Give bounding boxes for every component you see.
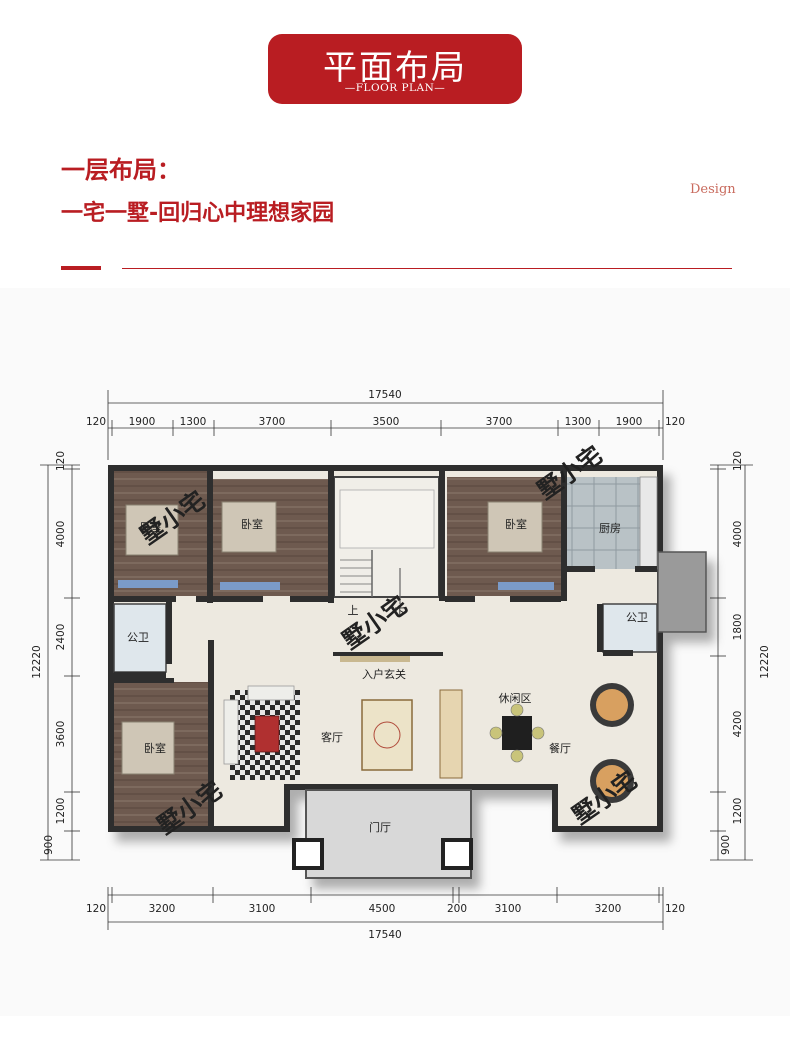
- dim-bottom-5: 3100: [495, 903, 522, 915]
- sofa-side: [223, 699, 239, 765]
- design-label: Design: [690, 182, 736, 197]
- label-toilet-left: 公卫: [127, 631, 149, 644]
- label-porch: 门厅: [369, 820, 391, 834]
- dim-bottom-3: 4500: [369, 903, 396, 915]
- leisure-table: [502, 716, 532, 750]
- dim-left-2: 2400: [55, 624, 67, 651]
- label-bedroom-4: 卧室: [144, 741, 166, 755]
- accent-rule: [61, 266, 101, 270]
- room-labels: 卧室 卧室 卧室 卧室 厨房 公卫 公卫 上 下 入户玄关 客厅 休闲区 餐厅 …: [127, 517, 648, 834]
- section-tagline: 一宅一墅-回归心中理想家园: [61, 201, 335, 226]
- dim-right-3: 4200: [732, 711, 744, 738]
- dim-total-bottom: 17540: [368, 929, 401, 941]
- kitchen-counter: [639, 476, 658, 570]
- dim-total-left: 12220: [31, 645, 43, 678]
- toilet-left-floor: [113, 603, 167, 673]
- dim-left-3: 3600: [55, 721, 67, 748]
- dimension-lines: [40, 390, 753, 930]
- tv-cabinet: [439, 689, 463, 779]
- dim-left-0: 120: [55, 451, 67, 471]
- dim-top-1: 1900: [129, 416, 156, 428]
- coffee-table: [254, 715, 280, 753]
- dim-right-2: 1800: [732, 614, 744, 641]
- label-entrance-hall: 入户玄关: [362, 667, 406, 681]
- porch-columns: [292, 838, 473, 870]
- label-stair-down: 下: [395, 606, 406, 619]
- label-living-room: 客厅: [321, 730, 343, 744]
- center-rug: [361, 699, 413, 771]
- dim-top-8: 120: [665, 416, 685, 428]
- dim-bottom-6: 3200: [595, 903, 622, 915]
- dim-total-top: 17540: [368, 389, 401, 401]
- label-dining-room: 餐厅: [549, 741, 571, 755]
- beds-bottom-blue: [118, 580, 554, 590]
- dim-left-4: 1200: [55, 798, 67, 825]
- dim-bottom-0: 120: [86, 903, 106, 915]
- dim-left-5: 900: [43, 835, 55, 855]
- beds: [121, 501, 543, 775]
- label-kitchen: 厨房: [599, 522, 621, 535]
- interior-walls: [114, 471, 657, 826]
- label-toilet-right: 公卫: [626, 611, 648, 624]
- title-banner: 平面布局 —FLOOR PLAN—: [268, 34, 522, 104]
- banner-subtitle: —FLOOR PLAN—: [344, 81, 446, 94]
- dim-bottom-7: 120: [665, 903, 685, 915]
- dim-right-5: 900: [720, 835, 732, 855]
- dim-right-4: 1200: [732, 798, 744, 825]
- dim-total-right: 12220: [759, 645, 771, 678]
- dim-top-2: 1300: [180, 416, 207, 428]
- dim-top-3: 3700: [259, 416, 286, 428]
- dim-top-7: 1900: [616, 416, 643, 428]
- dim-left-1: 4000: [55, 521, 67, 548]
- dim-top-4: 3500: [373, 416, 400, 428]
- stair-steps: [340, 550, 401, 604]
- dim-top-5: 3700: [486, 416, 513, 428]
- leisure-chairs: [489, 703, 545, 763]
- dining-tables: [590, 683, 634, 803]
- label-bedroom-2: 卧室: [241, 517, 263, 531]
- dim-right-0: 120: [732, 451, 744, 471]
- section-heading: 一层布局：: [61, 156, 181, 184]
- dim-bottom-1: 3200: [149, 903, 176, 915]
- label-leisure-area: 休闲区: [499, 691, 532, 705]
- sofa-top: [247, 685, 295, 701]
- dimension-labels: 17540 120 1900 1300 3700 3500 3700 1300 …: [31, 389, 771, 941]
- label-stair-up: 上: [348, 604, 359, 617]
- dim-top-6: 1300: [565, 416, 592, 428]
- dim-bottom-4: 200: [447, 903, 467, 915]
- entry-cabinet: [340, 656, 410, 662]
- label-bedroom-1: 卧室: [140, 520, 162, 534]
- dim-top-0: 120: [86, 416, 106, 428]
- divider-rule: [122, 268, 732, 269]
- dim-bottom-2: 3100: [249, 903, 276, 915]
- banner-title: 平面布局: [323, 48, 467, 88]
- label-bedroom-3: 卧室: [505, 517, 527, 531]
- dim-right-1: 4000: [732, 521, 744, 548]
